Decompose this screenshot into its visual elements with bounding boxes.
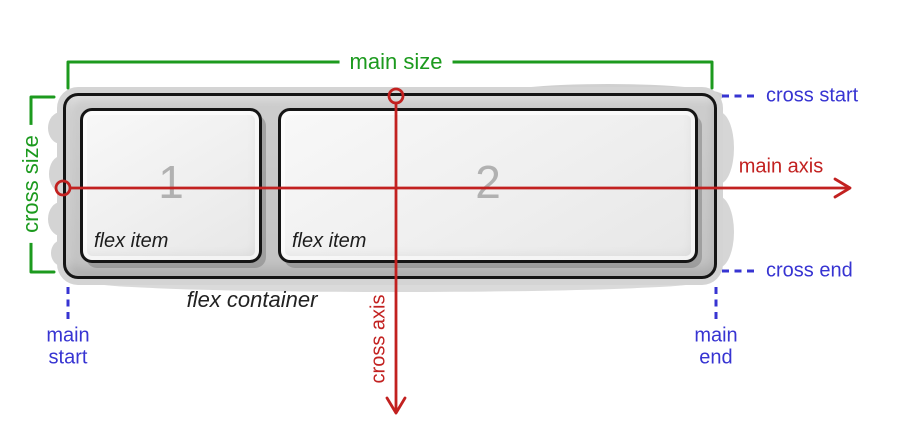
main-axis-arrowhead [833, 177, 852, 199]
flex-item-2: 2 flex item [278, 108, 698, 263]
cross-size-label: cross size [17, 125, 45, 243]
main-start-label-line2: start [48, 347, 88, 369]
flex-item-1: 1 flex item [80, 108, 262, 263]
main-start-label-line1: main [46, 324, 90, 347]
cross-axis-arrowhead [385, 396, 407, 415]
cross-start-label: cross start [766, 84, 859, 107]
flex-container-label: flex container [186, 287, 318, 312]
flex-item-1-label: flex item [94, 230, 169, 252]
main-end-label-line2: end [699, 347, 733, 369]
main-start-label: main start [46, 325, 89, 370]
flex-item-2-number: 2 [475, 155, 501, 208]
flex-item-2-label: flex item [292, 230, 367, 252]
cross-end-label: cross end [766, 259, 853, 282]
main-end-label-line1: main [694, 324, 738, 347]
main-size-label: main size [339, 48, 453, 76]
main-axis-label: main axis [738, 155, 824, 178]
main-end-label: main end [694, 325, 737, 370]
flex-item-1-number: 1 [158, 155, 184, 208]
cross-axis-label: cross axis [367, 294, 390, 384]
